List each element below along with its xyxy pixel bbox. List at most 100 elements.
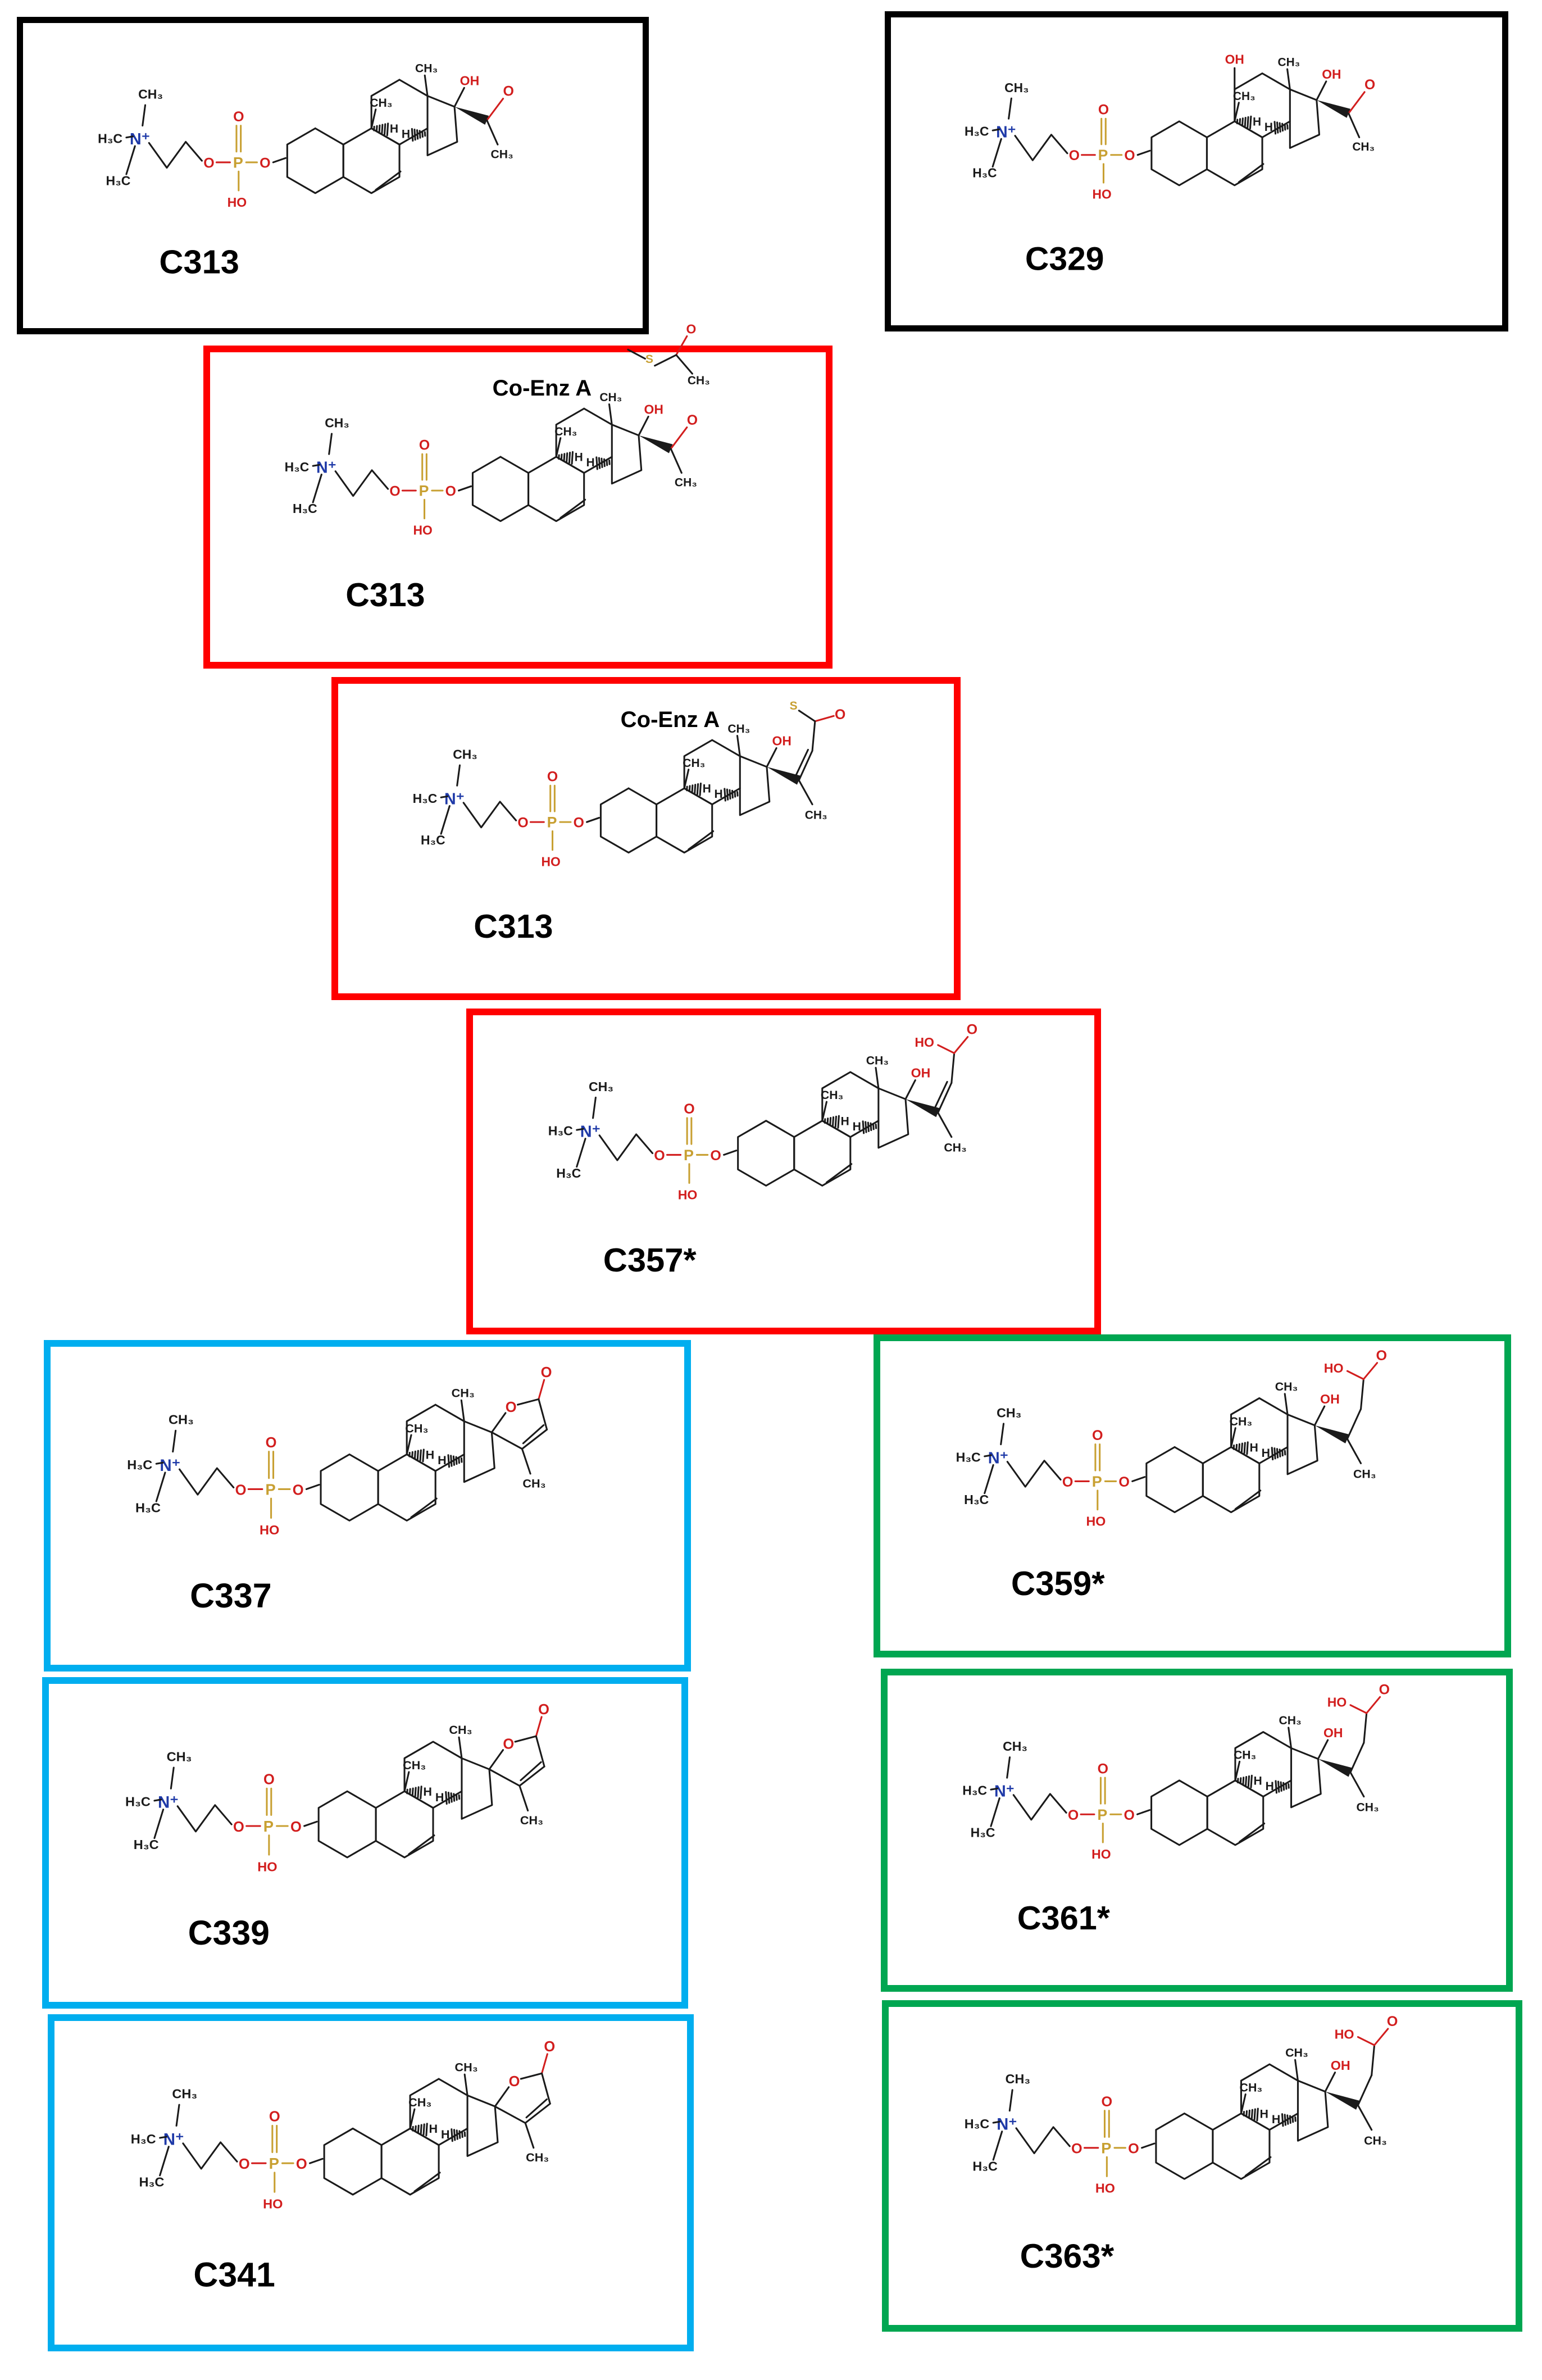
hydroxyl-label: HO bbox=[260, 1523, 279, 1537]
methyl-label: H₃C bbox=[285, 460, 310, 474]
methyl-label: CH₃ bbox=[1353, 1468, 1376, 1481]
ring-a bbox=[1145, 1446, 1204, 1514]
ring-c bbox=[1234, 72, 1291, 138]
angular-methyl-bond bbox=[736, 735, 741, 757]
hash-line bbox=[829, 1116, 832, 1126]
sulfur-atom: S bbox=[790, 700, 798, 712]
carbonyl-bond bbox=[814, 715, 835, 723]
oxygen-atom: O bbox=[544, 2039, 555, 2055]
carbonyl-bond bbox=[1348, 91, 1366, 115]
nitrogen-atom: N⁺ bbox=[988, 1449, 1008, 1467]
methyl-label: H₃C bbox=[127, 1457, 152, 1472]
ring-b bbox=[342, 127, 401, 194]
oxygen-atom: O bbox=[269, 2109, 280, 2125]
thioester-bond bbox=[627, 348, 646, 360]
oxygen-atom: O bbox=[233, 1819, 244, 1835]
ring-b bbox=[1212, 2113, 1271, 2180]
methyl-label: CH₃ bbox=[1240, 2081, 1263, 2095]
phosphorus-atom: P bbox=[233, 155, 243, 171]
angular-methyl-bond bbox=[406, 1434, 412, 1456]
compound-id-label: C329 bbox=[1025, 240, 1104, 277]
ring-a bbox=[471, 456, 530, 523]
lactone-double-bond bbox=[524, 2102, 551, 2124]
o-c3-bond bbox=[1136, 1809, 1151, 1815]
methyl-label: CH₃ bbox=[172, 2086, 197, 2101]
oxygen-atom: O bbox=[1098, 1761, 1108, 1777]
ring-c bbox=[1240, 2063, 1299, 2131]
oxygen-atom: O bbox=[509, 2074, 520, 2090]
side-chain-bond bbox=[1346, 1408, 1362, 1440]
methyl-label: CH₃ bbox=[1230, 1415, 1253, 1428]
carbonyl-bond bbox=[538, 1379, 545, 1400]
ring-double-bond bbox=[560, 498, 586, 519]
carbonyl-bond bbox=[670, 426, 688, 450]
hash-line bbox=[1248, 2109, 1250, 2119]
hash-line bbox=[688, 785, 691, 792]
hydroxyl-label: OH bbox=[644, 402, 663, 417]
ring-a bbox=[1155, 2113, 1214, 2180]
nitrogen-atom: N⁺ bbox=[444, 791, 465, 809]
compound-id-label: C341 bbox=[193, 2255, 275, 2293]
hydroxyl-label: HO bbox=[263, 2197, 283, 2211]
oxygen-atom: O bbox=[1071, 2141, 1082, 2157]
nitrogen-atom: N⁺ bbox=[163, 2131, 184, 2149]
lactone-double-bond bbox=[522, 1424, 545, 1445]
angular-methyl-bond bbox=[463, 2073, 468, 2097]
ethyl-linker bbox=[178, 1467, 235, 1496]
carboxyl-oh-bond bbox=[1346, 1370, 1364, 1380]
hydrogen-label: H bbox=[703, 783, 711, 796]
n-methyl-bond bbox=[990, 1797, 1000, 1827]
n-methyl-bond bbox=[991, 128, 1000, 131]
oxygen-atom: O bbox=[654, 1148, 665, 1164]
phosphorus-atom: P bbox=[1097, 1806, 1107, 1823]
n-methyl-bond bbox=[142, 104, 147, 127]
ring-b bbox=[1202, 1446, 1261, 1514]
hash-line bbox=[1246, 1441, 1249, 1455]
hash-line bbox=[1242, 1777, 1245, 1786]
nitrogen-atom: N⁺ bbox=[316, 459, 336, 477]
methyl-label: CH₃ bbox=[554, 425, 577, 438]
side-chain-bond bbox=[1363, 1712, 1368, 1744]
hash-line bbox=[563, 453, 566, 462]
methyl-label: CH₃ bbox=[526, 2150, 549, 2164]
stereo-h-bond bbox=[451, 2128, 466, 2142]
side-chain-double-bond bbox=[933, 1080, 948, 1112]
stereo-h-bond bbox=[411, 128, 426, 142]
angular-methyl-bond bbox=[1240, 2093, 1247, 2115]
ring-a bbox=[286, 127, 344, 194]
oxygen-atom: O bbox=[1376, 1348, 1388, 1364]
hash-line bbox=[378, 124, 381, 134]
methyl-label: CH₃ bbox=[727, 723, 750, 735]
n-methyl-bond bbox=[155, 1471, 166, 1502]
hash-line bbox=[421, 130, 424, 138]
oxygen-atom: O bbox=[541, 1365, 552, 1380]
ring-a bbox=[323, 2127, 383, 2196]
oxygen-atom: O bbox=[503, 1737, 514, 1752]
hash-line bbox=[452, 1455, 455, 1466]
hash-line bbox=[381, 124, 384, 134]
hydroxyl-label: HO bbox=[678, 1187, 698, 1202]
methyl-label: CH₃ bbox=[405, 1421, 428, 1435]
angular-methyl-bond bbox=[875, 1066, 880, 1089]
carbonyl-bond bbox=[535, 1716, 543, 1737]
hash-line bbox=[445, 1791, 448, 1805]
ring-double-bond bbox=[1234, 1489, 1262, 1510]
side-chain-bond bbox=[1360, 1378, 1364, 1410]
methyl-label: CH₃ bbox=[1279, 1714, 1302, 1727]
n-methyl-bond bbox=[592, 1096, 597, 1119]
o-c3-bond bbox=[303, 1820, 318, 1827]
phosphorus-atom: P bbox=[419, 483, 429, 499]
hash-line bbox=[408, 1788, 411, 1796]
oxygen-atom: O bbox=[290, 1819, 302, 1835]
angular-methyl-bond bbox=[1284, 1393, 1289, 1416]
ring-c bbox=[683, 739, 741, 806]
ring-a bbox=[317, 1790, 377, 1859]
lactone-bond bbox=[517, 1398, 540, 1406]
oxygen-atom: O bbox=[239, 2156, 250, 2172]
